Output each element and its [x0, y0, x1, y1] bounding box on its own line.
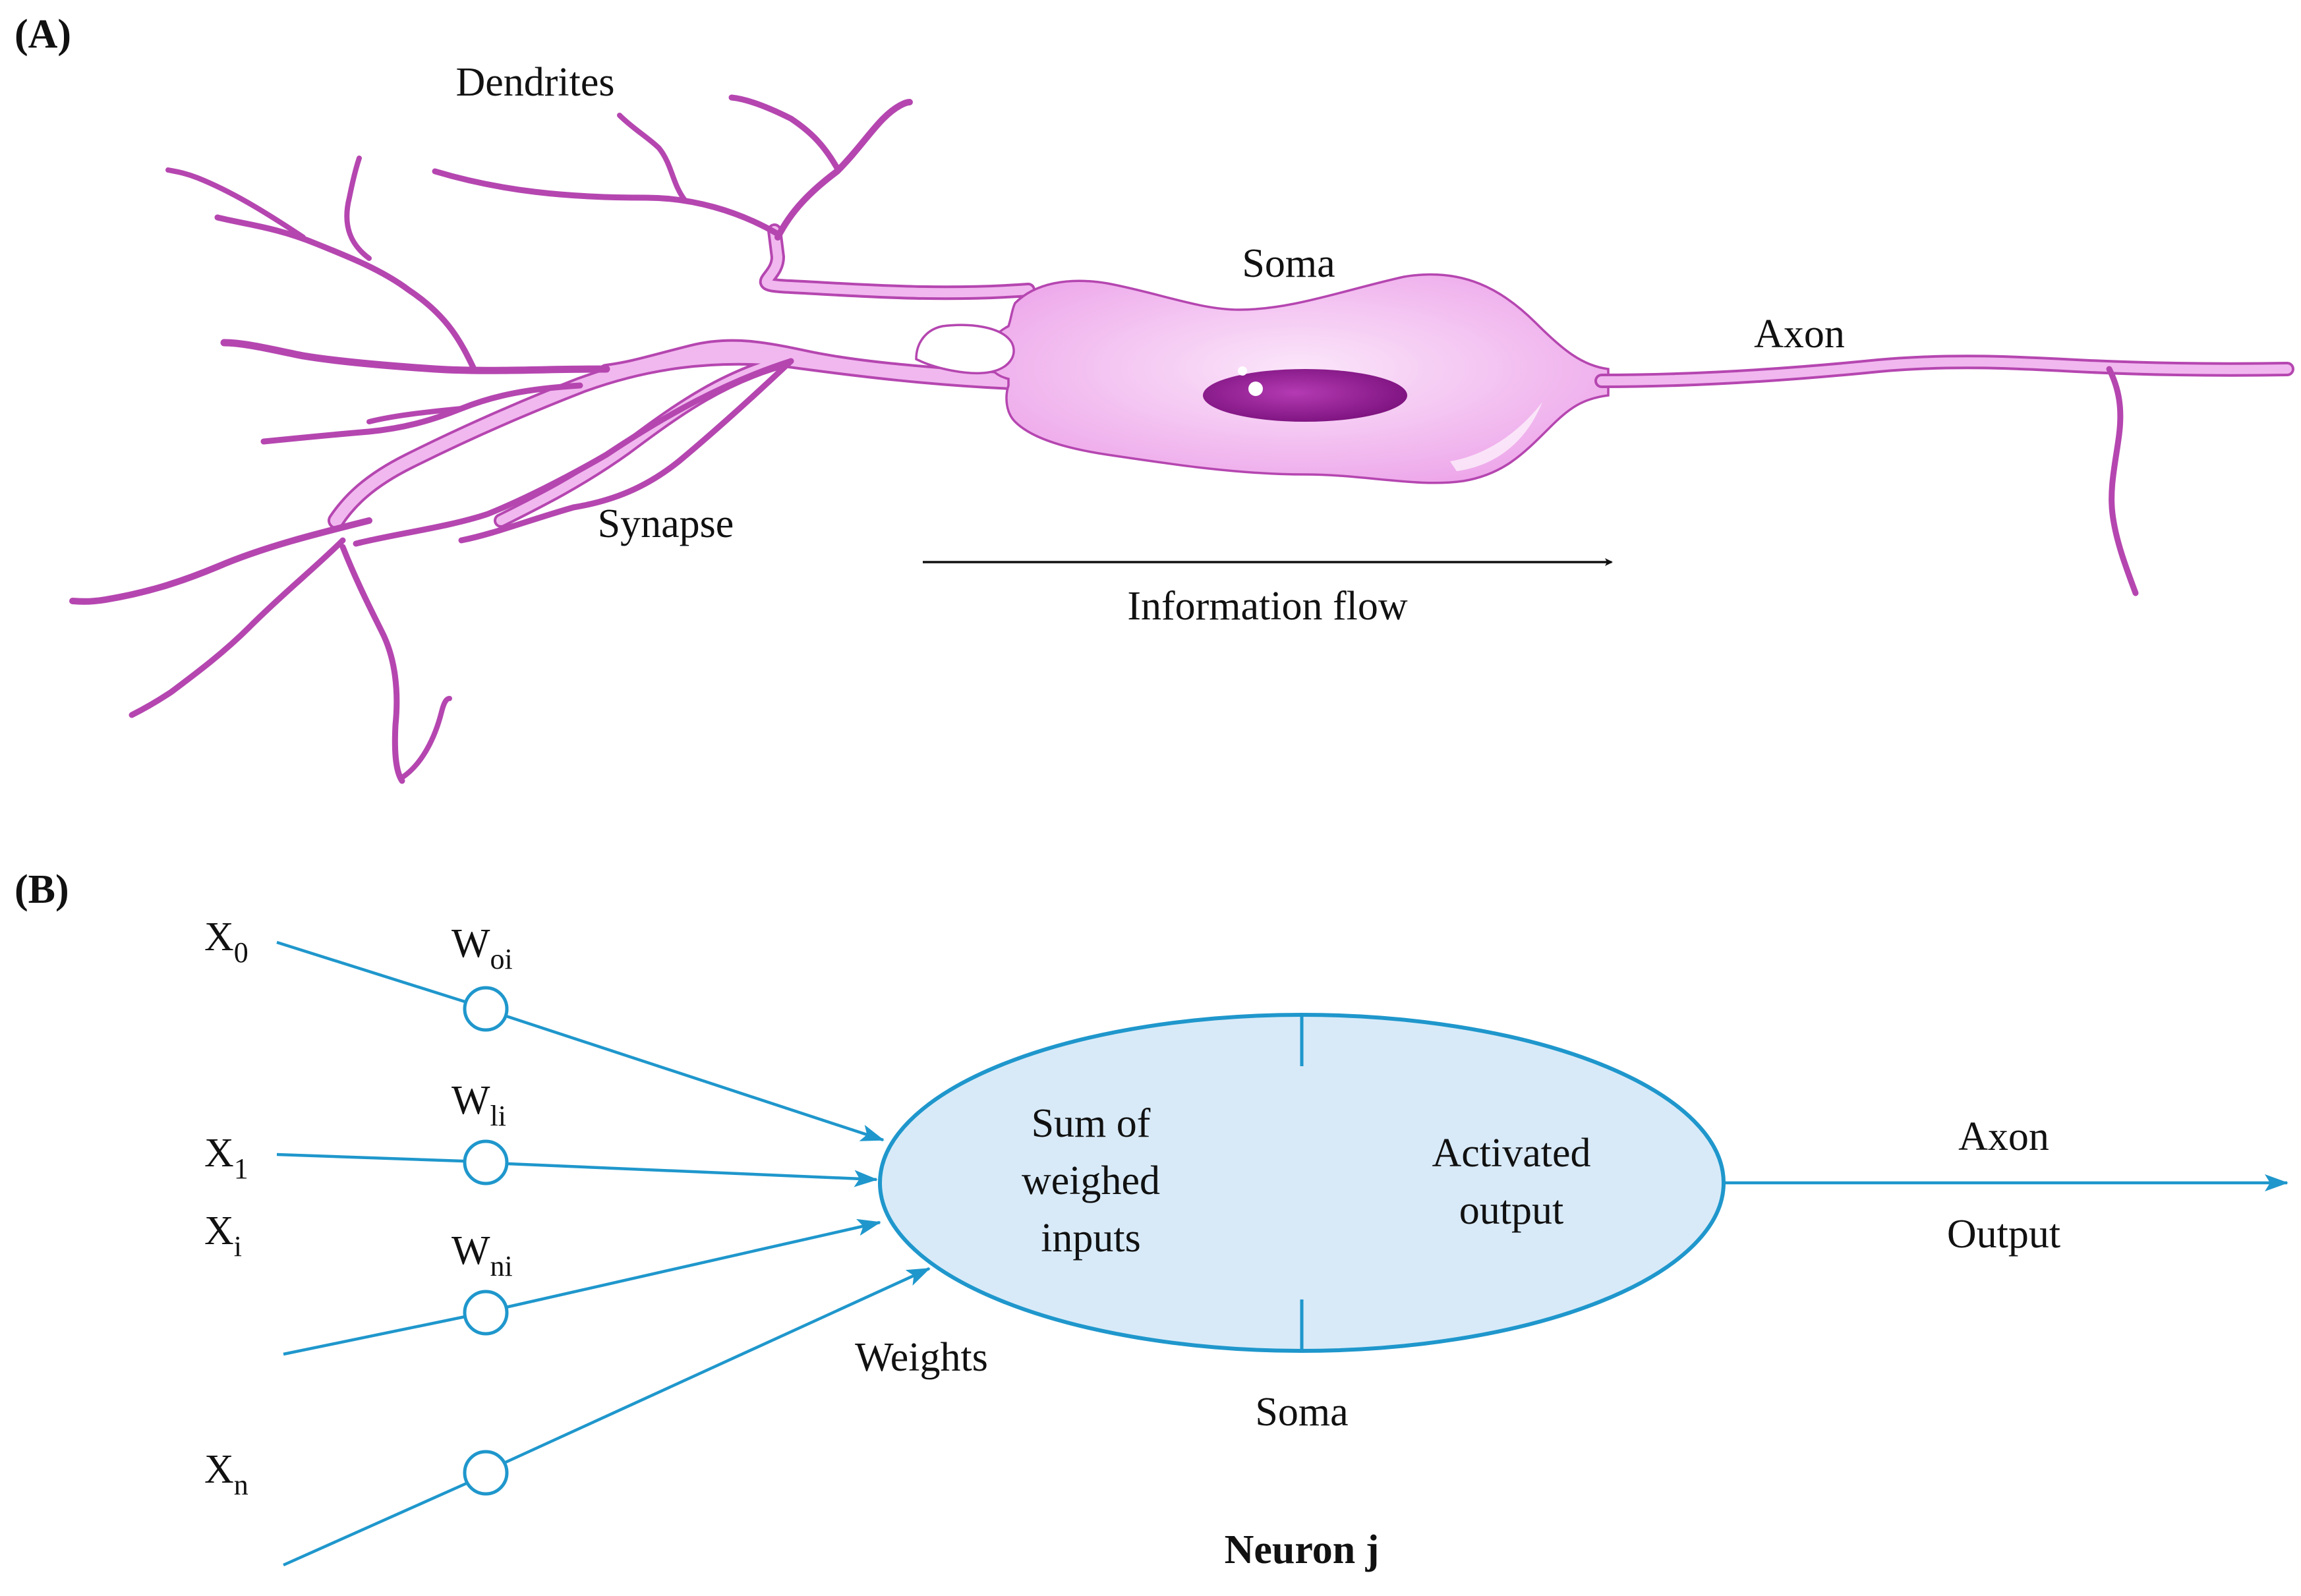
panel-b: (B) X0 X1 Xi Xn W [15, 867, 2288, 1572]
input-label-x0: X0 [204, 915, 248, 969]
dendrites-label: Dendrites [455, 60, 614, 105]
input-label-x1: X1 [204, 1131, 248, 1185]
input-arrow-0 [506, 1014, 885, 1142]
synapse-label: Synapse [598, 501, 734, 546]
panel-a-label: (A) [15, 12, 71, 57]
nucleus [1203, 369, 1407, 422]
activation-text-line-1: Activated [1432, 1131, 1590, 1176]
input-arrow-1 [507, 1162, 878, 1187]
dendrite-branches [69, 94, 913, 784]
input-connections [276, 940, 931, 1567]
activation-text-line-2: output [1459, 1188, 1563, 1233]
soma-label: Soma [1242, 241, 1335, 286]
weight-node-0 [463, 986, 509, 1032]
weight-label-woi: Woi [451, 921, 513, 975]
soma-b-label: Soma [1255, 1390, 1348, 1435]
axon-b-label: Axon [1958, 1114, 2049, 1159]
nucleolus-dot [1238, 366, 1247, 376]
input-arrow-n [504, 1267, 931, 1465]
weight-node-i [463, 1290, 509, 1336]
weights-label: Weights [855, 1335, 988, 1380]
weight-label-wni: Wni [451, 1228, 513, 1282]
weight-label-wli: Wli [451, 1078, 506, 1132]
dendrite-tree [69, 94, 1037, 784]
panel-b-label: (B) [15, 867, 69, 912]
neuron-title: Neuron j [1225, 1527, 1380, 1572]
input-label-xn: Xn [204, 1447, 248, 1501]
dendrite-shafts-fill [330, 226, 1034, 527]
axon-label: Axon [1754, 312, 1845, 356]
sum-text-line-2: weighed [1022, 1158, 1160, 1203]
weight-nodes [463, 986, 509, 1496]
nucleolus-dot [1248, 382, 1263, 396]
input-arrow-i [505, 1218, 881, 1309]
input-label-xi: Xi [204, 1209, 242, 1263]
output-label: Output [1947, 1212, 2060, 1257]
weight-node-n [463, 1450, 509, 1496]
panel-a: (A) [15, 12, 2294, 784]
information-flow-label: Information flow [1127, 584, 1408, 629]
sum-text-line-1: Sum of [1032, 1101, 1151, 1146]
soma-body [915, 273, 1610, 484]
sum-text-line-3: inputs [1041, 1216, 1141, 1261]
axon [1594, 355, 2294, 596]
weight-node-1 [463, 1139, 509, 1185]
